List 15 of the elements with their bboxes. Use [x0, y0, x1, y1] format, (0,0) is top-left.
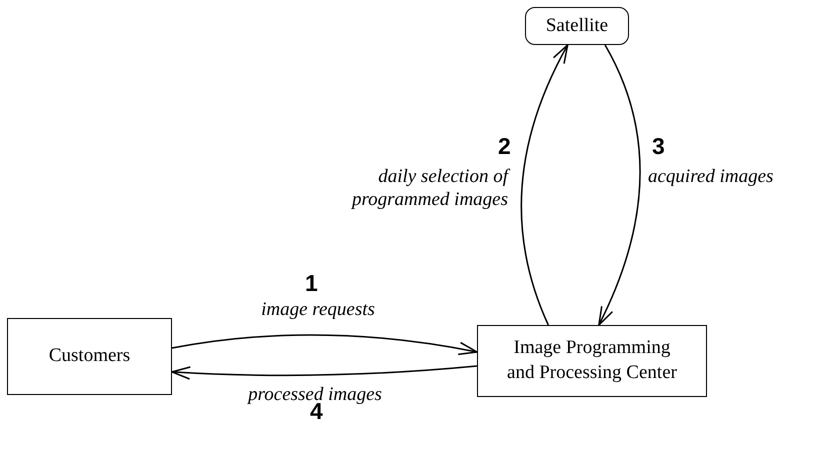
rounded-box	[525, 7, 629, 45]
node-label: Customers	[48, 344, 130, 368]
edge-label: acquired images	[648, 166, 774, 189]
arrow	[598, 44, 641, 326]
node-label: Image Programming and Processing Center	[506, 336, 678, 385]
step-number: 1	[305, 270, 318, 297]
node-label: Satellite	[546, 14, 608, 38]
arrow	[520, 44, 568, 326]
step-number: 3	[652, 133, 665, 160]
arrow	[172, 334, 478, 356]
process-box	[7, 318, 172, 395]
process-box	[477, 325, 707, 397]
edge-label: image requests	[261, 299, 375, 322]
step-number: 2	[498, 133, 511, 160]
arrow	[171, 365, 478, 380]
